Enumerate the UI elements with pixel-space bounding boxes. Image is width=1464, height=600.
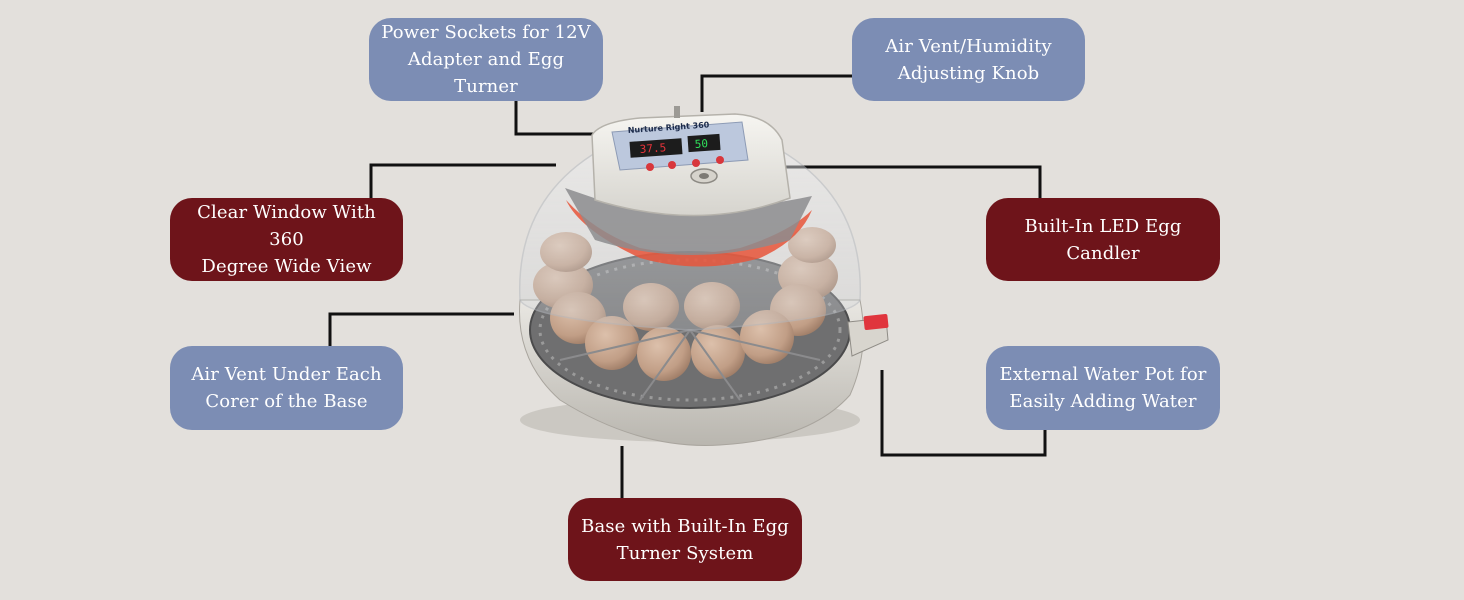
leader-clear-window <box>369 163 556 198</box>
temp-display <box>629 138 683 158</box>
power-socket <box>674 106 680 118</box>
temp-readout: 37.5 <box>639 141 666 156</box>
incubator <box>518 106 889 446</box>
callout-air-vent-knob: Air Vent/Humidity Adjusting Knob <box>852 18 1085 101</box>
leader-air-vent-knob <box>700 74 852 112</box>
callout-water-pot-text: External Water Pot for Easily Adding Wat… <box>999 364 1207 412</box>
leader-power <box>514 100 600 136</box>
callout-air-vent-base-text: Air Vent Under Each Corer of the Base <box>191 364 382 412</box>
callout-base-turner: Base with Built-In Egg Turner System <box>568 498 802 581</box>
button-icon <box>668 161 676 169</box>
button-icon <box>692 159 700 167</box>
callout-air-vent-base: Air Vent Under Each Corer of the Base <box>170 346 403 430</box>
callout-base-turner-text: Base with Built-In Egg Turner System <box>581 515 789 564</box>
heater-plate <box>566 200 812 267</box>
water-pot-cap <box>863 313 889 331</box>
callout-water-pot: External Water Pot for Easily Adding Wat… <box>986 346 1220 430</box>
callout-air-vent-knob-text: Air Vent/Humidity Adjusting Knob <box>885 35 1052 84</box>
leader-led-candler <box>722 165 1042 198</box>
leader-lines <box>328 74 1047 498</box>
humidity-readout: 50 <box>694 137 708 151</box>
callout-clear-window: Clear Window With 360 Degree Wide View <box>170 198 403 281</box>
leader-air-vent-base <box>328 312 514 346</box>
callout-led-candler: Built-In LED Egg Candler <box>986 198 1220 281</box>
button-icon <box>716 156 724 164</box>
callout-led-candler-text: Built-In LED Egg Candler <box>1024 215 1182 264</box>
humidity-display <box>687 133 721 153</box>
button-icon <box>646 163 654 171</box>
callout-power-sockets-text: Power Sockets for 12V Adapter and Egg Tu… <box>381 22 591 97</box>
callout-power-sockets: Power Sockets for 12V Adapter and Egg Tu… <box>369 18 603 101</box>
leader-water-pot <box>880 370 1047 457</box>
callout-clear-window-text: Clear Window With 360 Degree Wide View <box>197 202 376 277</box>
